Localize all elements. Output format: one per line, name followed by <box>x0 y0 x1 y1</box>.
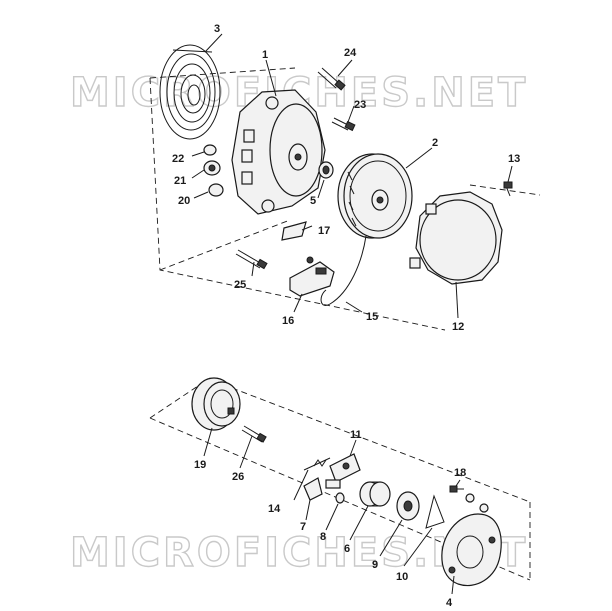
callout-23: 23 <box>354 99 366 111</box>
callout-5: 5 <box>310 195 316 207</box>
drive-plate <box>441 513 502 587</box>
callout-16: 16 <box>282 315 294 327</box>
rope-guide <box>281 221 307 241</box>
callout-14: 14 <box>268 503 281 515</box>
callout-9: 9 <box>372 559 378 571</box>
pulley-washer <box>318 161 334 179</box>
callout-18: 18 <box>454 467 466 479</box>
upper-alignment-lines <box>149 67 541 331</box>
spacer <box>208 183 224 197</box>
drive-cup-bolt <box>241 425 267 443</box>
drive-cup <box>191 377 241 431</box>
callout-6: 6 <box>344 543 350 555</box>
lower-leader-lines <box>203 427 461 595</box>
upper-leader-lines <box>191 33 513 319</box>
callout-12: 12 <box>452 321 464 333</box>
bushing <box>203 160 221 176</box>
starter-cover <box>409 191 503 285</box>
callout-labels: 3 1 24 23 2 13 22 21 20 5 17 25 16 15 12… <box>172 23 520 609</box>
mounting-bolt <box>235 249 268 270</box>
starter-handle <box>289 256 335 297</box>
callout-3: 3 <box>214 23 220 35</box>
rope-pulley <box>337 153 413 239</box>
callout-13: 13 <box>508 153 520 165</box>
callout-7: 7 <box>300 521 306 533</box>
callout-10: 10 <box>396 571 408 583</box>
callout-26: 26 <box>232 471 244 483</box>
washer <box>203 144 217 156</box>
callout-4: 4 <box>446 597 453 609</box>
callout-22: 22 <box>172 153 184 165</box>
callout-19: 19 <box>194 459 206 471</box>
thrust-washer <box>396 491 420 521</box>
callout-25: 25 <box>234 279 246 291</box>
callout-1: 1 <box>262 49 268 61</box>
callout-11: 11 <box>350 429 362 441</box>
pawl-assembly <box>325 453 361 489</box>
short-bolt <box>331 117 356 132</box>
callout-8: 8 <box>320 531 326 543</box>
pawl-spring <box>303 457 331 471</box>
starter-rope <box>320 235 367 306</box>
retaining-clip <box>425 494 445 529</box>
pawl-lever <box>303 477 323 501</box>
callout-17: 17 <box>318 225 330 237</box>
callout-24: 24 <box>344 47 357 59</box>
callout-21: 21 <box>174 175 186 187</box>
callout-20: 20 <box>178 195 190 207</box>
callout-15: 15 <box>366 311 378 323</box>
long-bolt <box>317 67 346 91</box>
plate-screws <box>449 485 489 513</box>
cover-screw <box>503 181 513 197</box>
recoil-spring <box>159 44 221 140</box>
starter-housing <box>231 89 326 215</box>
pawl-pin <box>335 492 345 504</box>
callout-2: 2 <box>432 137 438 149</box>
roller <box>359 481 391 507</box>
